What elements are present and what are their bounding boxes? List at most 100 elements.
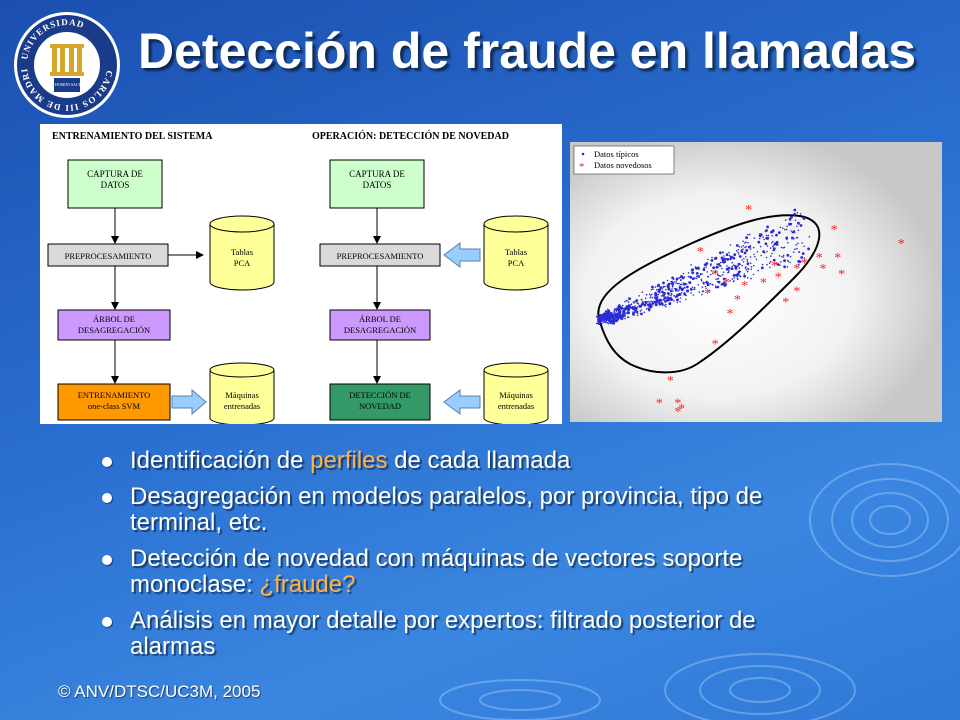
typical-point [618,316,621,319]
typical-point [709,273,712,276]
typical-point [657,293,659,296]
training-tree-label-2: DESAGREGACIÓN [78,325,150,335]
typical-point [606,313,609,316]
typical-point [741,259,743,261]
typical-point [665,288,667,291]
typical-point [722,274,724,276]
typical-point [705,262,709,265]
typical-point [658,301,661,303]
typical-point [603,314,606,317]
operation-tree-label-2: DESAGREGACIÓN [344,325,416,335]
typical-point [727,271,729,274]
typical-point [666,298,668,300]
typical-point [625,299,628,302]
typical-point [620,311,622,314]
typical-point [607,322,610,325]
typical-point [628,297,631,301]
typical-point [752,273,755,276]
training-machines-cylinder: Máquinas entrenadas [209,362,275,424]
typical-point [642,302,644,305]
typical-point [612,318,615,320]
typical-point [608,311,611,314]
typical-point [753,237,756,239]
typical-point [636,308,638,310]
typical-point [648,293,651,296]
typical-point [642,301,644,304]
typical-point [648,309,650,312]
typical-point [666,292,670,295]
typical-point [730,256,733,258]
typical-point [723,257,726,261]
typical-point [607,308,609,311]
typical-point [738,255,742,258]
typical-point [745,241,747,243]
typical-point [691,286,694,289]
typical-point [793,212,796,216]
typical-point [650,289,653,291]
novel-point: * [801,256,808,271]
typical-point [718,275,721,277]
typical-point [748,233,751,236]
typical-point [671,281,674,284]
typical-point [654,293,656,296]
typical-point [750,277,752,280]
typical-point [677,290,680,292]
typical-point [749,262,752,264]
typical-point [786,253,790,257]
typical-point [680,291,683,294]
typical-point [676,299,678,301]
typical-point [786,225,788,228]
bullet-dot-icon [102,617,112,627]
typical-point [780,261,782,263]
typical-point [787,260,789,263]
novel-point: * [831,223,838,238]
typical-point [743,258,745,260]
typical-point [728,270,730,272]
typical-point [709,263,712,266]
typical-point [731,265,733,268]
typical-point [740,246,743,248]
typical-point [711,256,713,259]
bullet-item: Detección de novedad con máquinas de vec… [96,546,816,598]
typical-point [687,272,690,274]
typical-point [632,311,634,313]
typical-point [679,300,681,303]
typical-point [738,246,741,248]
novel-point: * [704,287,711,302]
novel-point: * [771,259,778,274]
typical-point [651,293,653,296]
operation-preprocess-label: PREPROCESAMIENTO [337,251,424,261]
typical-point [693,277,696,279]
typical-point [764,230,767,233]
typical-point [670,290,672,292]
novel-point: * [745,203,752,218]
typical-point [729,244,732,246]
typical-point [732,274,736,277]
typical-point [624,315,627,317]
typical-point [628,309,630,312]
typical-point [663,304,665,307]
typical-point [659,298,662,300]
typical-point [742,248,744,250]
typical-point [706,283,709,285]
typical-point [713,266,716,269]
typical-point [622,310,624,313]
typical-point [654,286,657,288]
typical-point [668,298,671,300]
typical-point [624,317,626,320]
training-pca-label-2: PCA [234,258,251,268]
novel-point: * [816,251,823,266]
typical-point [621,318,624,320]
typical-point [707,258,709,261]
typical-point [619,315,621,317]
typical-point [658,291,661,294]
operation-capture-label-1: CAPTURA DE [349,169,405,179]
training-capture-label-1: CAPTURA DE [87,169,143,179]
typical-point [765,234,768,237]
typical-point [670,282,673,285]
typical-point [668,294,670,296]
typical-point [729,280,731,282]
typical-point [620,308,623,311]
typical-point [803,218,806,220]
typical-point [747,233,749,236]
